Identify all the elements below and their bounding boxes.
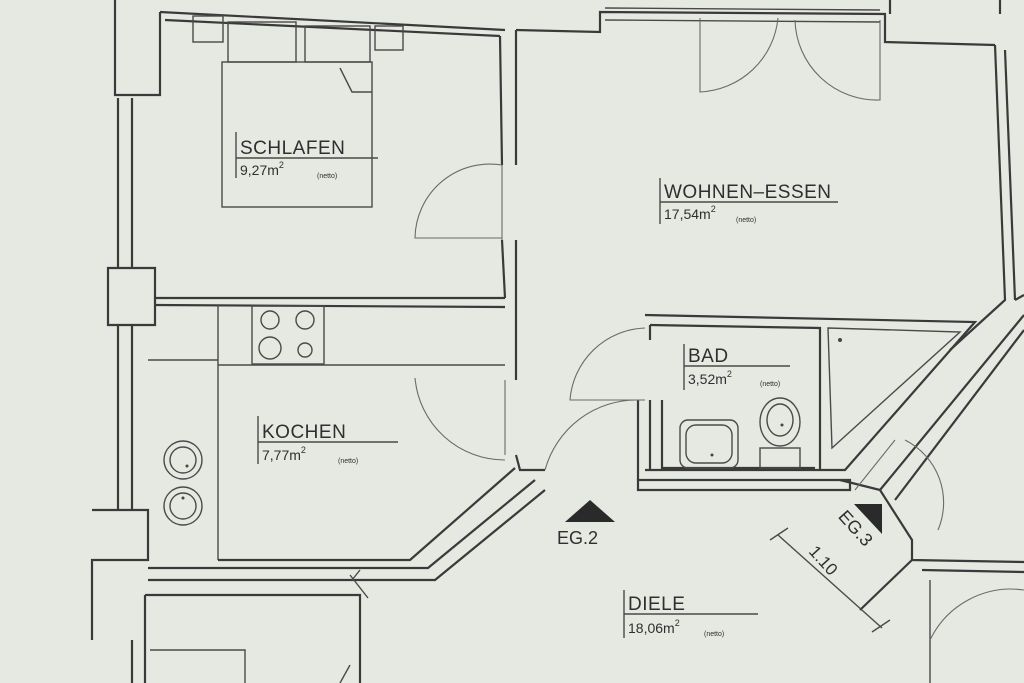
svg-text:17,54m2: 17,54m2 [664,204,716,222]
svg-text:7,77m2: 7,77m2 [262,445,306,463]
netto-note: (netto) [338,458,358,465]
kitchen-door-swing [414,377,506,461]
room-name: WOHNEN–ESSEN [664,182,832,203]
bedroom-right-wall [498,30,518,166]
stove-icon [251,305,325,365]
sink-icon [163,440,203,526]
hall-door-swing [544,399,639,471]
svg-text:3,52m2: 3,52m2 [688,369,732,387]
marker-eg2: EG.2 [557,500,615,548]
bedroom-top-wall [159,10,506,32]
entrance-door-swing [854,439,945,531]
bedroom-door-swing [414,163,503,240]
room-label-diele: DIELE 18,06m2 (netto) [623,590,758,638]
netto-note: (netto) [736,217,756,224]
room-area: 18,06m [628,620,675,636]
room-label-wohnen: WOHNEN–ESSEN 17,54m2 (netto) [659,178,838,224]
room-label-kochen: KOCHEN 7,77m2 (netto) [257,416,398,465]
triangle-marker-icon [565,500,615,522]
left-exterior-wall [113,0,162,97]
area-unit-superscript: 2 [727,369,732,379]
netto-note: (netto) [704,631,724,638]
kitchen-counter [217,305,505,560]
kitchen-bottom-wall [218,467,516,562]
door-swings [414,17,1024,641]
bed-icon [192,15,404,208]
room-name: KOCHEN [262,422,346,443]
svg-text:9,27m2: 9,27m2 [240,160,284,178]
bathroom-door-swing [569,327,646,401]
room-name: DIELE [628,594,685,615]
living-door-swing-left [699,17,779,93]
door-dimension: 1.10 [769,527,891,633]
shower [827,327,962,450]
lower-door-swing [929,588,1024,641]
living-top-wall [515,10,996,47]
door-dimension-label: 1.10 [805,542,841,579]
area-unit-superscript: 2 [675,618,680,628]
walls [90,0,1024,683]
living-door-swing-right [794,19,881,101]
bathroom-walls [644,313,978,472]
netto-note: (netto) [317,173,337,180]
bedroom-kitchen-wall [154,296,506,309]
marker-eg2-label: EG.2 [557,528,598,548]
room-area: 3,52m [688,371,727,387]
area-unit-superscript: 2 [711,204,716,214]
toilet-icon [759,397,801,469]
room-area: 9,27m [240,162,279,178]
room-area: 17,54m [664,206,711,222]
triangle-marker-icon [854,504,882,534]
living-right-wall [949,44,1007,351]
area-unit-superscript: 2 [279,160,284,170]
furniture [163,15,801,526]
room-name: SCHLAFEN [240,138,345,159]
room-name: BAD [688,346,729,367]
washbasin-icon [679,419,739,469]
area-unit-superscript: 2 [301,445,306,455]
netto-note: (netto) [760,381,780,388]
svg-text:18,06m2: 18,06m2 [628,618,680,636]
marker-eg3: EG.3 [834,504,882,550]
room-label-bad: BAD 3,52m2 (netto) [683,344,790,390]
room-area: 7,77m [262,447,301,463]
room-label-schlafen: SCHLAFEN 9,27m2 (netto) [235,132,378,180]
